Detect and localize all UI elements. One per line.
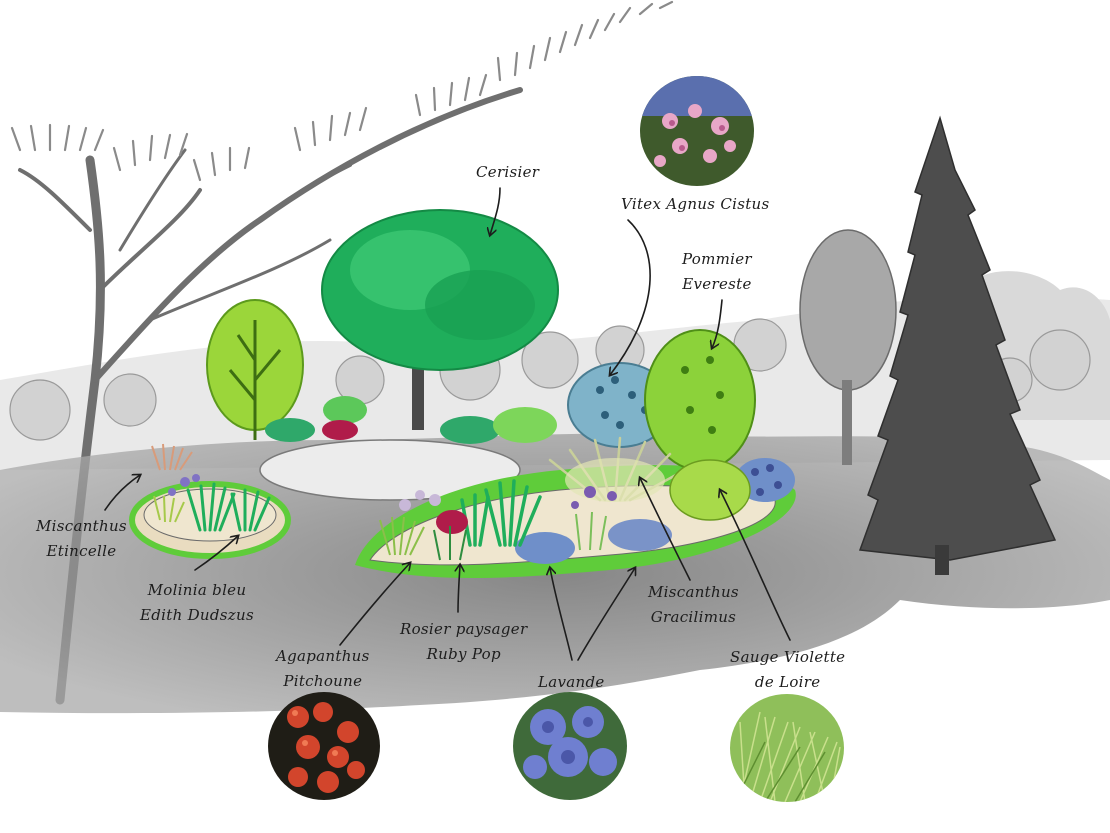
label-rosier-line2: Ruby Pop [426, 645, 501, 663]
label-misc-gracilimus-line1: Miscanthus [648, 583, 739, 601]
label-misc-gracilimus-line2: Gracilimus [650, 608, 737, 626]
arrow-cerisier [490, 187, 501, 235]
label-sauge-line1: Sauge Violette [730, 648, 846, 666]
label-misc-etincelle-line1: Miscanthus [36, 517, 127, 535]
arrow-gracilimus [640, 478, 691, 581]
label-miscanthus-etincelle: Miscanthus Etincelle [36, 514, 127, 564]
label-sauge-line2: de Loire [754, 673, 821, 691]
cherry-tree [321, 209, 559, 430]
arrow-pommier [712, 299, 723, 348]
photo-magnolia [640, 76, 754, 186]
photo-crabapple [268, 692, 380, 800]
label-agapanthus-line2: Pitchoune [283, 672, 363, 690]
label-miscanthus-gracilimus: Miscanthus Gracilimus [648, 580, 739, 630]
gravel-clearing [259, 439, 521, 501]
label-molinia: Molinia bleu Edith Dudszus [140, 578, 254, 628]
arrow-lavande-left [550, 568, 573, 661]
arrow-misc-etincelle [104, 475, 140, 511]
label-agapanthus: Agapanthus Pitchoune [276, 644, 370, 694]
background-shrubs [9, 318, 1091, 441]
label-cerisier: Cerisier [476, 163, 540, 181]
arrow-rosier [458, 565, 460, 613]
label-sauge: Sauge Violette de Loire [730, 645, 845, 695]
photo-agapanthus [513, 692, 627, 800]
label-pommier: Pommier Evereste [682, 247, 752, 297]
left-planting-bed [129, 299, 304, 559]
label-molinia-line1: Molinia bleu [147, 581, 247, 599]
label-vitex: Vitex Agnus Cistus [621, 195, 770, 213]
label-misc-etincelle-line2: Etincelle [46, 542, 117, 560]
arrow-lavande-right [577, 568, 635, 661]
arrow-vitex [610, 219, 651, 375]
label-lavande: Lavande [538, 673, 605, 691]
photo-ornamental-grass [730, 694, 844, 802]
label-pommier-line1: Pommier [682, 250, 752, 268]
label-pommier-line2: Evereste [682, 275, 752, 293]
arrow-agapanthus [339, 563, 410, 646]
grey-ovoid-tree [799, 229, 897, 465]
small-shrubs [265, 396, 557, 444]
main-planting-bed [355, 329, 796, 579]
label-molinia-line2: Edith Dudszus [140, 606, 254, 624]
label-agapanthus-line1: Agapanthus [276, 647, 370, 665]
label-rosier-line1: Rosier paysager [400, 620, 528, 638]
arrow-sauge [720, 490, 791, 641]
conifer-tree [858, 115, 1057, 575]
label-rosier: Rosier paysager Ruby Pop [400, 617, 527, 667]
arrow-molinia [194, 536, 238, 571]
annotation-arrows [104, 187, 791, 661]
